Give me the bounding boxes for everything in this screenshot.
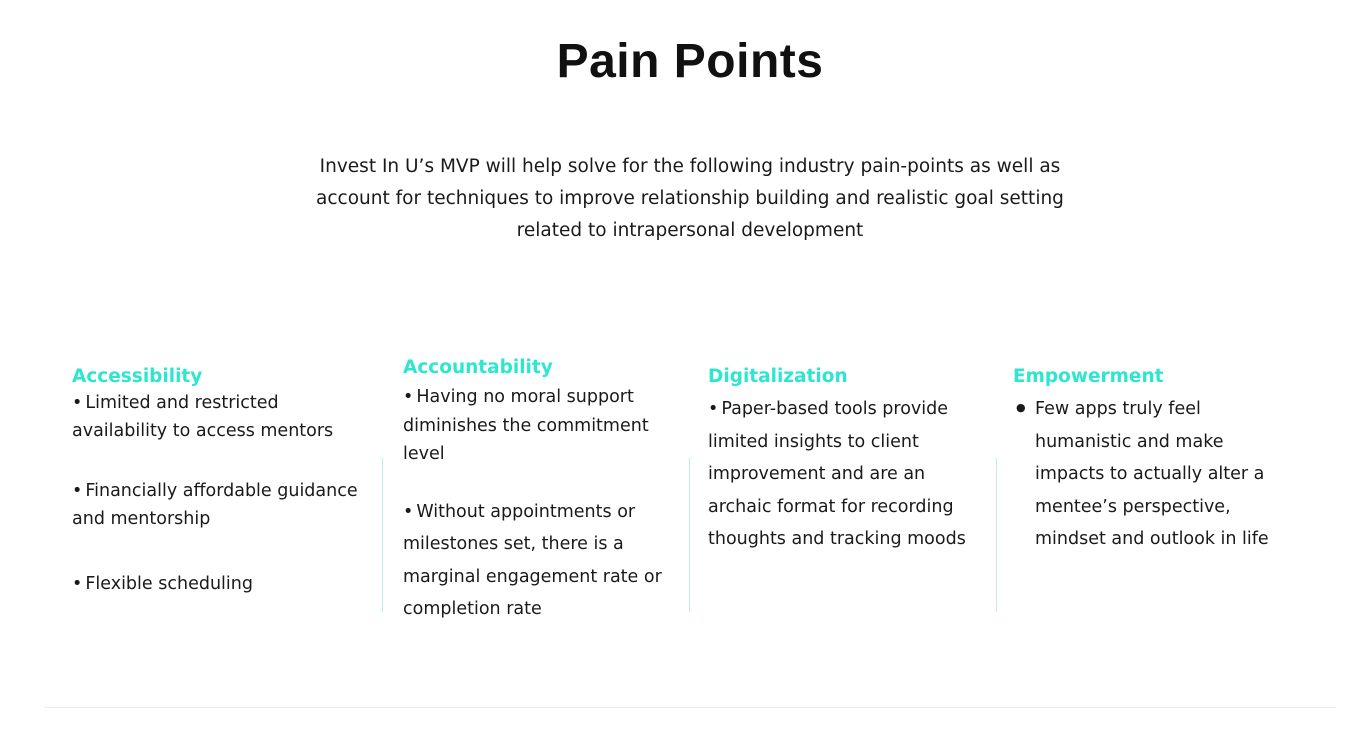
list-item-accessibility-2: Financially affordable guidance and ment… <box>72 477 372 533</box>
column-accessibility: Accessibility Limited and restricted ava… <box>72 365 372 598</box>
column-divider-3 <box>996 458 997 612</box>
list-item-accessibility-3: Flexible scheduling <box>72 570 372 598</box>
list-item-accountability-1: Having no moral support diminishes the c… <box>403 383 678 469</box>
column-empowerment: Empowerment Few apps truly feel humanist… <box>1013 365 1288 556</box>
list-item-accountability-2: Without appointments or milestones set, … <box>403 496 678 626</box>
column-digitalization: Digitalization Paper-based tools provide… <box>708 365 980 556</box>
column-divider-2 <box>689 458 690 612</box>
column-heading-accountability: Accountability <box>403 357 553 378</box>
intro-paragraph: Invest In U’s MVP will help solve for th… <box>316 156 1064 241</box>
list-item-digitalization-1: Paper-based tools provide limited insigh… <box>708 393 980 556</box>
footer-divider <box>44 707 1336 708</box>
page-title: Pain Points <box>556 35 824 88</box>
column-heading-empowerment: Empowerment <box>1013 366 1164 387</box>
list-item-accessibility-1: Limited and restricted availability to a… <box>72 389 372 445</box>
column-heading-digitalization: Digitalization <box>708 366 848 387</box>
column-divider-1 <box>382 458 383 612</box>
list-item-empowerment-1: Few apps truly feel humanistic and make … <box>1013 392 1288 556</box>
column-accountability: Accountability Having no moral support d… <box>403 356 678 626</box>
column-heading-accessibility: Accessibility <box>72 366 203 387</box>
